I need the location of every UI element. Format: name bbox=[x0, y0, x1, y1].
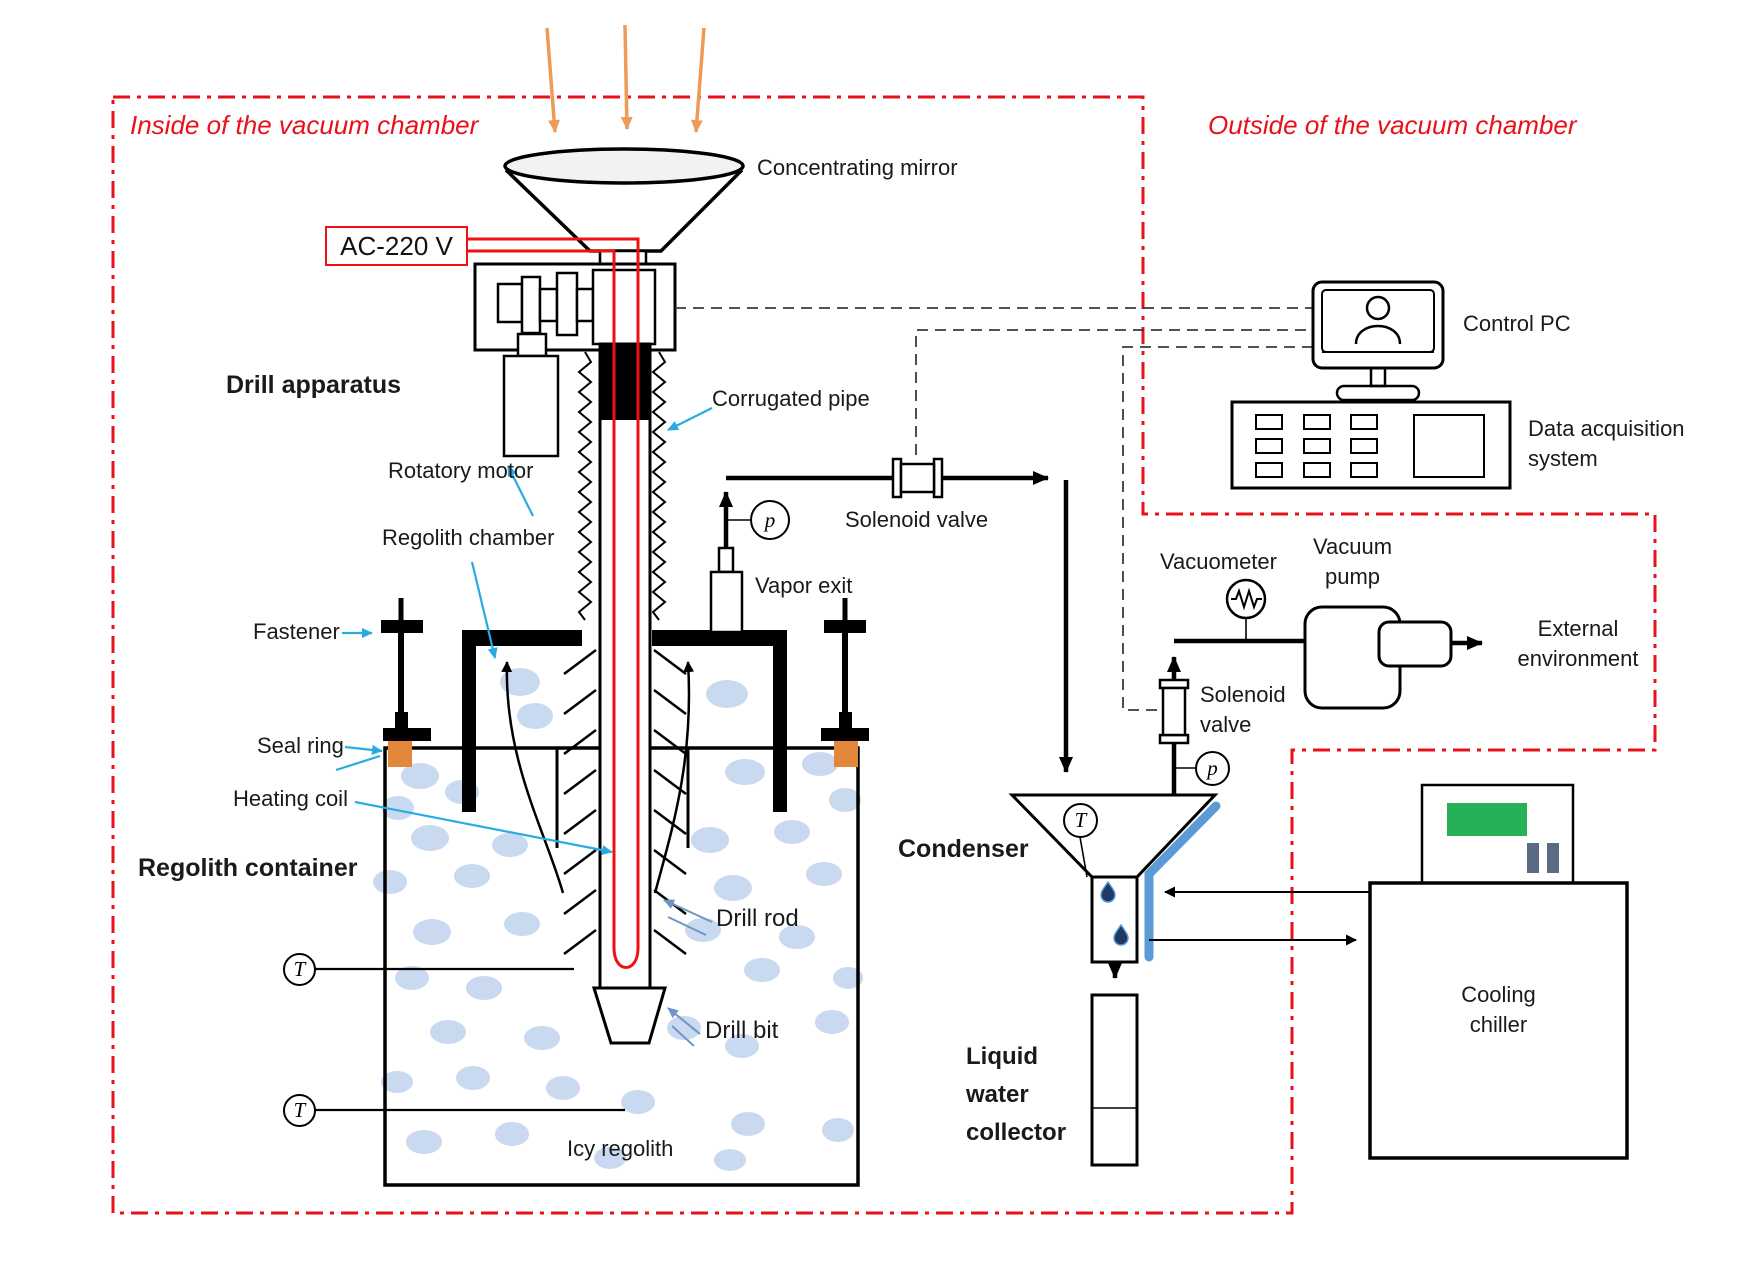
vacuometer-gauge bbox=[1225, 578, 1267, 620]
temperature-gauge-2: T bbox=[283, 1094, 316, 1127]
inside-region-label: Inside of the vacuum chamber bbox=[130, 110, 479, 140]
cooling-chiller-label: Cooling chiller bbox=[1461, 982, 1536, 1037]
thermocouple-lines bbox=[314, 967, 625, 1112]
outside-region-label: Outside of the vacuum chamber bbox=[1208, 110, 1577, 140]
corrugated-pipe-label: Corrugated pipe bbox=[712, 386, 870, 411]
cooling-chiller-unit bbox=[1368, 783, 1629, 1160]
condenser-assembly bbox=[1008, 793, 1221, 979]
control-signal-lines bbox=[675, 307, 1313, 711]
seal-ring-label: Seal ring bbox=[257, 733, 344, 758]
vacuum-pump-label: Vacuum pump bbox=[1312, 534, 1393, 589]
heating-coil-label: Heating coil bbox=[233, 786, 348, 811]
icy-regolith-label: Icy regolith bbox=[567, 1136, 674, 1161]
external-environment-label: External environment bbox=[1517, 616, 1639, 671]
control-pc-label: Control PC bbox=[1463, 311, 1571, 336]
solenoid-valve-2 bbox=[1158, 678, 1190, 745]
vapor-flow-arrows bbox=[501, 661, 695, 894]
user-shoulders-icon bbox=[1354, 324, 1402, 345]
vacuum-pump bbox=[1303, 605, 1453, 710]
chiller-display bbox=[1447, 803, 1527, 836]
rotatory-motor-label: Rotatory motor bbox=[388, 458, 534, 483]
vacuometer-label: Vacuometer bbox=[1160, 549, 1277, 574]
heating-coil-wires bbox=[467, 237, 640, 969]
sunlight-arrows bbox=[545, 24, 706, 133]
condenser-neck bbox=[1090, 875, 1139, 964]
solenoid-valve-1 bbox=[891, 457, 944, 499]
fastener-label: Fastener bbox=[253, 619, 340, 644]
regolith-chamber-label: Regolith chamber bbox=[382, 525, 555, 550]
regolith-chamber-walls bbox=[462, 630, 787, 812]
ac-supply-box: AC-220 V bbox=[325, 226, 468, 266]
coolant-loop-lines bbox=[1149, 886, 1370, 946]
fastener-left bbox=[381, 598, 431, 767]
liquid-water-collector-box bbox=[1090, 993, 1139, 1167]
regolith-container-label: Regolith container bbox=[138, 854, 358, 882]
chiller-button bbox=[1527, 843, 1539, 873]
water-droplet-icon bbox=[1113, 923, 1129, 946]
concentrating-mirror-label: Concentrating mirror bbox=[757, 155, 958, 180]
drill-apparatus-label: Drill apparatus bbox=[226, 371, 402, 399]
pressure-gauge-1: p bbox=[750, 500, 790, 540]
data-acquisition-system bbox=[1230, 400, 1512, 490]
temperature-gauge-1: T bbox=[283, 953, 316, 986]
water-droplet-icon bbox=[1100, 880, 1116, 903]
control-pc bbox=[1311, 280, 1445, 402]
motor-stem bbox=[516, 332, 548, 358]
solenoid-valve-1-label: Solenoid valve bbox=[845, 507, 989, 532]
vapor-exit-port bbox=[709, 546, 744, 634]
coolant-stripe bbox=[1144, 801, 1221, 962]
annotation-arrows-cyan bbox=[335, 407, 713, 855]
drill-rod bbox=[591, 342, 667, 1045]
borehole-hatching bbox=[563, 649, 687, 955]
vacuum-chamber-boundary bbox=[111, 95, 1657, 1215]
drill-apparatus bbox=[473, 262, 677, 458]
ac-supply-label: AC-220 V bbox=[340, 230, 453, 261]
solenoid-valve-2-label: Solenoid valve bbox=[1200, 682, 1286, 737]
pressure-gauge-2: p bbox=[1195, 751, 1230, 786]
seal-ring-left bbox=[388, 741, 412, 767]
annotation-arrows-steel bbox=[663, 899, 713, 1047]
vacuometer-zigzag-icon bbox=[1231, 587, 1262, 611]
condenser-label: Condenser bbox=[898, 835, 1029, 863]
temperature-gauge-condenser: T bbox=[1063, 803, 1098, 838]
fastener-right bbox=[821, 598, 869, 767]
drill-rod-label: Drill rod bbox=[716, 905, 799, 932]
corrugated-pipes bbox=[577, 351, 667, 621]
drill-bit-label: Drill bit bbox=[705, 1017, 779, 1044]
liquid-water-collector-label: Liquid water collector bbox=[966, 1043, 1067, 1146]
chiller-button bbox=[1547, 843, 1559, 873]
seal-ring-right bbox=[834, 741, 858, 767]
rotatory-motor-body bbox=[502, 354, 560, 458]
drill-bit bbox=[591, 986, 667, 1045]
vapor-exit-label: Vapor exit bbox=[755, 573, 853, 598]
user-icon bbox=[1365, 295, 1391, 321]
daq-label: Data acquisition system bbox=[1528, 416, 1685, 471]
concentrating-mirror bbox=[503, 147, 745, 266]
